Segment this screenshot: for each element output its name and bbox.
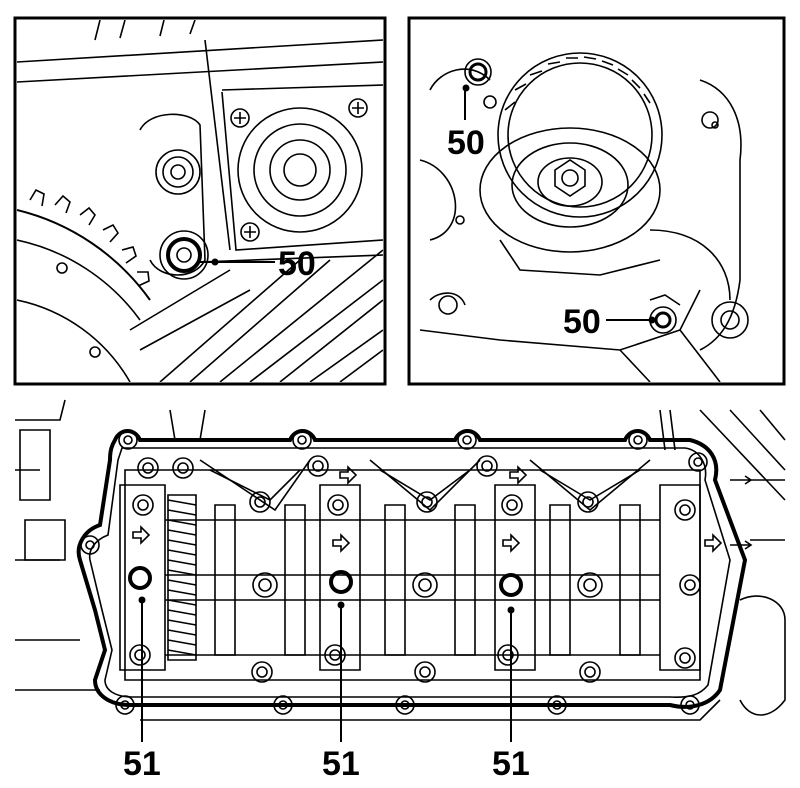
panel-3-cylinder-head: 51 51 51 (15, 399, 786, 783)
panel-2-detail: 50 50 (407, 16, 786, 386)
callout-50: 50 (563, 303, 601, 341)
callout-51: 51 (492, 745, 530, 783)
callout-51: 51 (322, 745, 360, 783)
callout-51: 51 (123, 745, 161, 783)
callout-50: 50 (278, 245, 316, 283)
callout-50: 50 (447, 124, 485, 162)
panel-1-frame (13, 16, 387, 386)
panel-1-detail: 50 (13, 16, 387, 386)
